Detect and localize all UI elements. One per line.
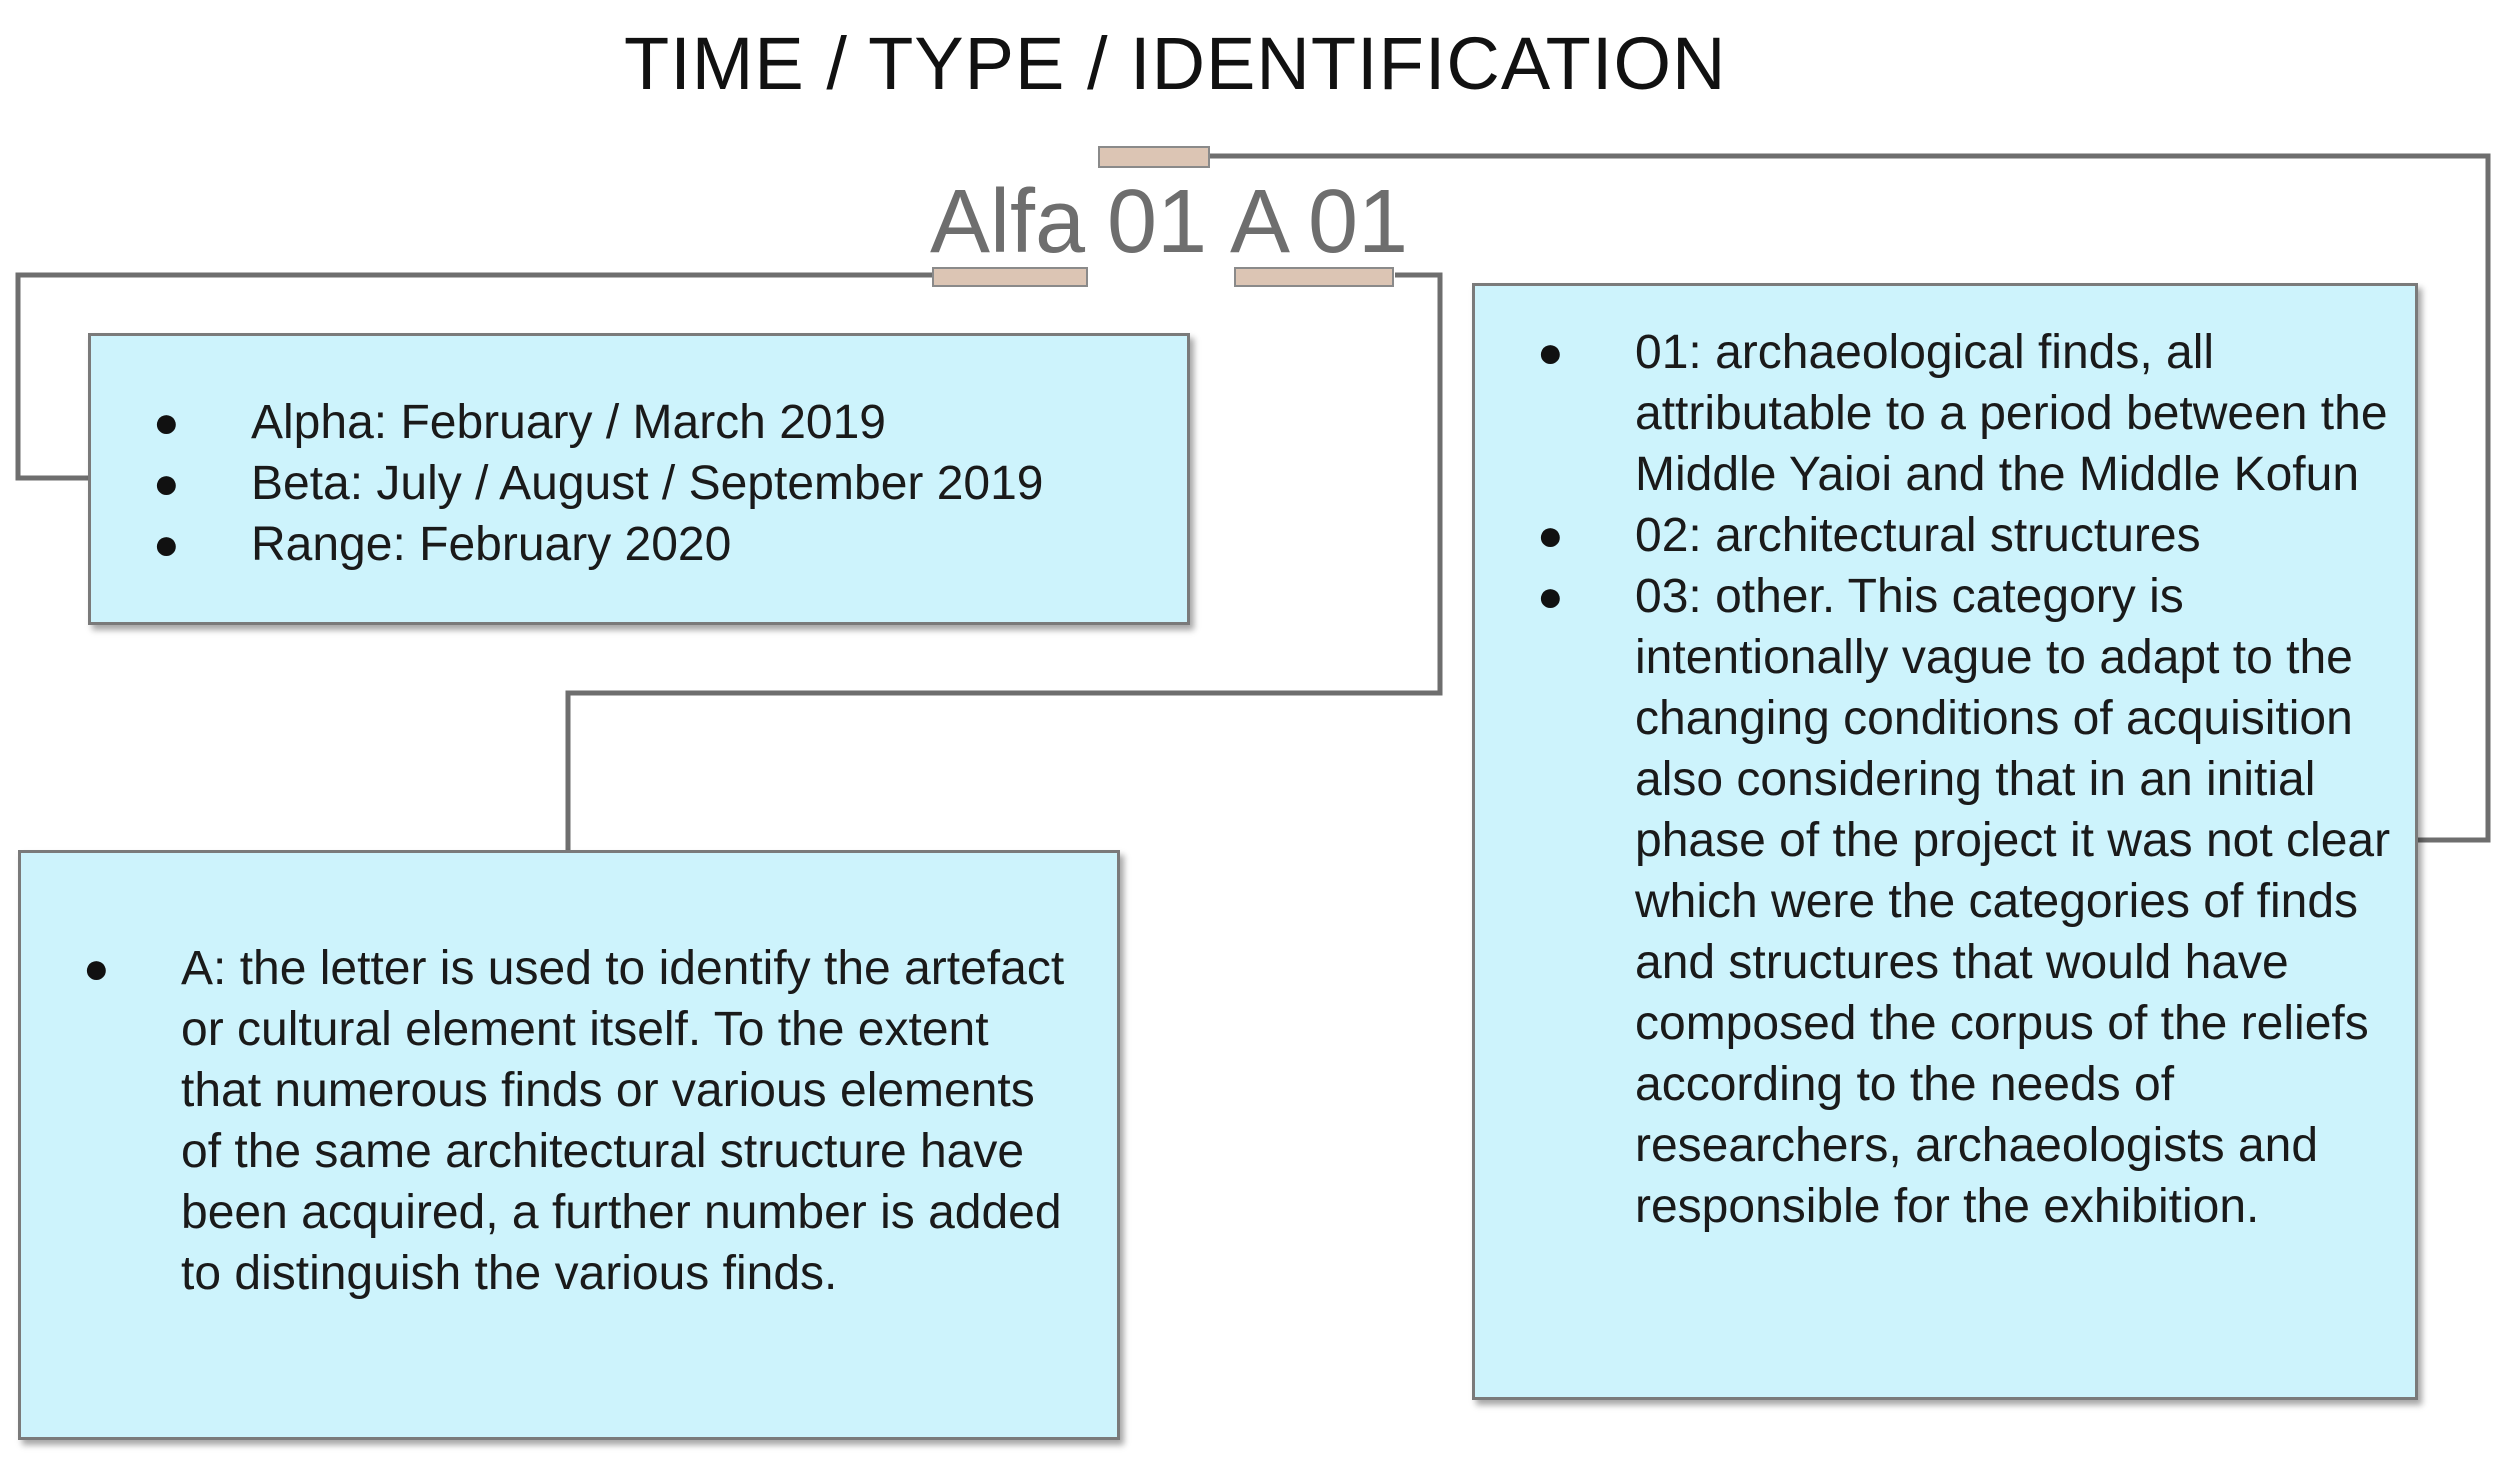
list-item: ● 02: architectural structures <box>1475 505 2415 566</box>
bullet-icon: ● <box>1537 572 1564 621</box>
time-alpha-text: Alpha: February / March 2019 <box>251 396 886 449</box>
time-box: ● Alpha: February / March 2019 ● Beta: J… <box>88 333 1190 625</box>
underline-letter <box>1234 267 1394 287</box>
underline-alfa <box>932 267 1088 287</box>
letter-list: ● A: the letter is used to identify the … <box>21 853 1117 1304</box>
list-item: ● 03: other. This category is intentiona… <box>1475 566 2415 1237</box>
bullet-icon: ● <box>153 398 180 447</box>
list-item: ● 01: archaeological finds, all attribut… <box>1475 322 2415 505</box>
code-alfa: Alfa <box>930 172 1086 272</box>
bullet-icon: ● <box>153 459 180 508</box>
time-beta-text: Beta: July / August / September 2019 <box>251 457 1044 510</box>
bullet-icon: ● <box>1537 511 1564 560</box>
list-item: ● Alpha: February / March 2019 <box>91 392 1187 453</box>
type-03-text: 03: other. This category is intentionall… <box>1635 570 2391 1233</box>
time-range-text: Range: February 2020 <box>251 518 732 571</box>
list-item: ● Range: February 2020 <box>91 514 1187 575</box>
list-item: ● A: the letter is used to identify the … <box>21 938 1117 1304</box>
type-02-text: 02: architectural structures <box>1635 509 2201 562</box>
code-number-type: 01 <box>1107 172 1208 272</box>
connector-letter-to-letter-box <box>565 272 1443 850</box>
type-list: ● 01: archaeological finds, all attribut… <box>1475 286 2415 1237</box>
letter-box: ● A: the letter is used to identify the … <box>18 850 1120 1440</box>
diagram-title: TIME / TYPE / IDENTIFICATION <box>624 22 1727 105</box>
type-box: ● 01: archaeological finds, all attribut… <box>1472 283 2418 1400</box>
type-01-text: 01: archaeological finds, all attributab… <box>1635 326 2388 501</box>
connector-alfa-to-time-box <box>15 272 932 481</box>
bullet-icon: ● <box>153 520 180 569</box>
letter-description-text: A: the letter is used to identify the ar… <box>181 942 1065 1300</box>
time-list: ● Alpha: February / March 2019 ● Beta: J… <box>91 336 1187 575</box>
code-letter: A <box>1230 172 1291 272</box>
underline-type <box>1098 146 1210 168</box>
code-number-id: 01 <box>1308 172 1409 272</box>
connector-type-to-type-box <box>1205 153 2491 843</box>
list-item: ● Beta: July / August / September 2019 <box>91 453 1187 514</box>
bullet-icon: ● <box>1537 328 1564 377</box>
bullet-icon: ● <box>83 944 110 993</box>
